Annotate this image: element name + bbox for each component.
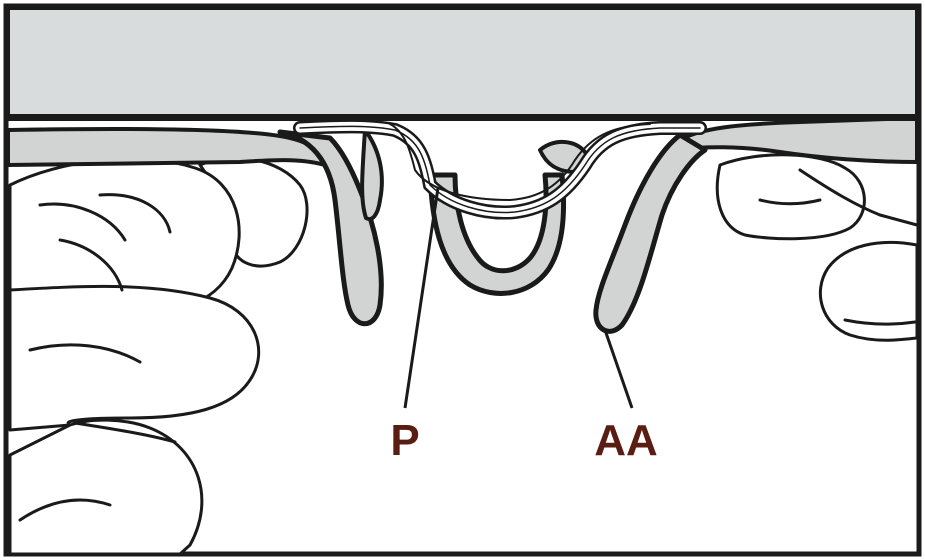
label-aa: AA <box>594 416 658 465</box>
label-p: P <box>390 416 419 465</box>
top-panel <box>8 8 917 116</box>
left-fabric-band <box>8 129 325 165</box>
